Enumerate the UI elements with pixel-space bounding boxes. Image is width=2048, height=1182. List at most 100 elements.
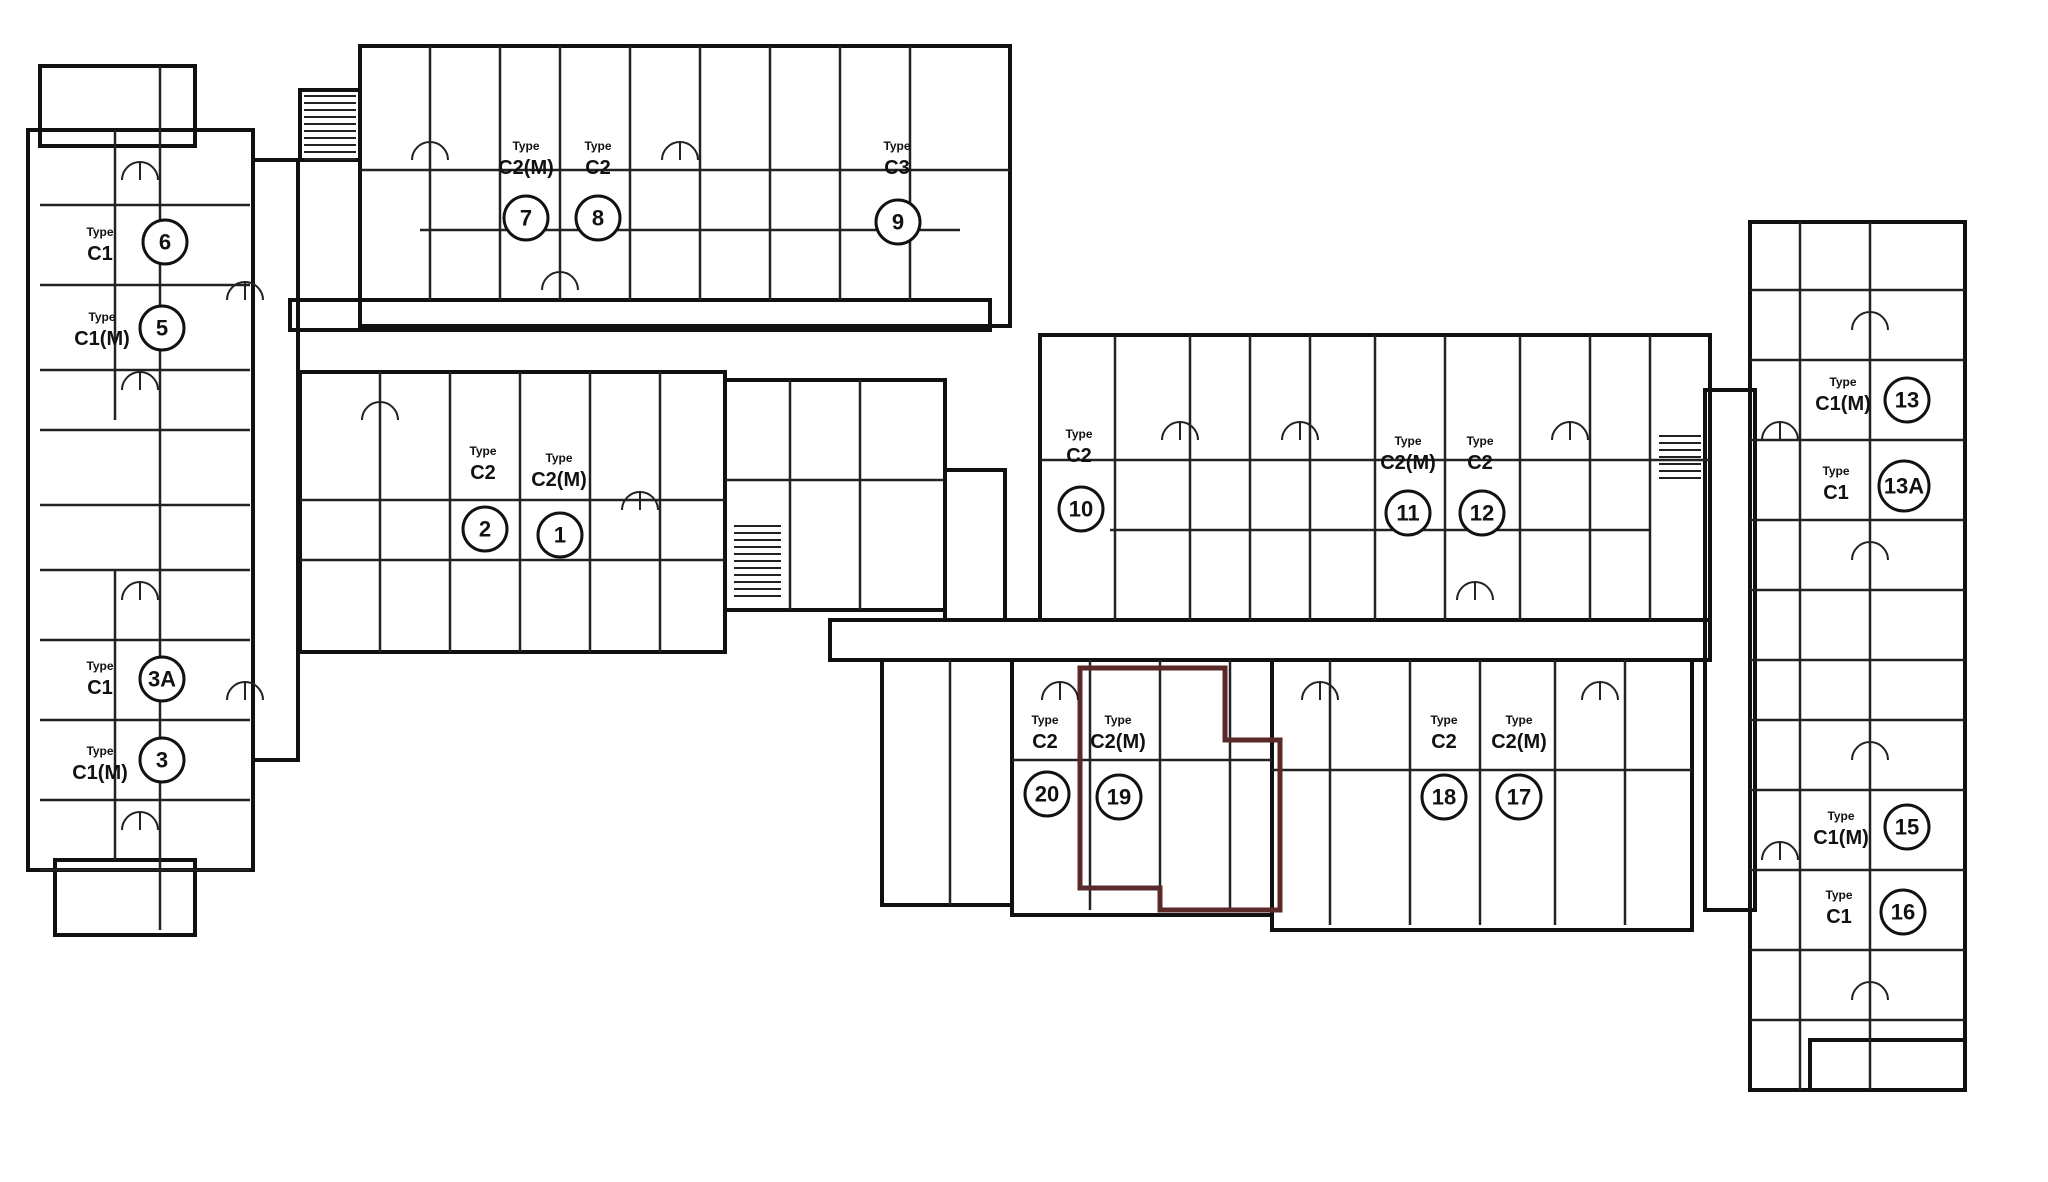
- unit-type-code: C2: [1431, 731, 1457, 753]
- unit-type-label: Type: [1505, 713, 1532, 727]
- door-swing: [121, 810, 159, 831]
- unit-type-code: C2: [1467, 452, 1493, 474]
- door-swing: [1851, 980, 1889, 1001]
- walls: [26, 44, 1967, 1092]
- unit-type-label: Type: [86, 744, 113, 758]
- unit-number: 16: [1891, 900, 1915, 925]
- unit-type-label: Type: [469, 444, 496, 458]
- door-swing: [121, 580, 159, 601]
- door-swing: [226, 680, 264, 701]
- unit-type-label: Type: [1466, 434, 1493, 448]
- unit-type-code: C1: [1823, 482, 1849, 504]
- unit-type-label: Type: [86, 659, 113, 673]
- unit-type-label: Type: [584, 139, 611, 153]
- wall-block: [1808, 1038, 1967, 1092]
- unit-number-circle: [1458, 489, 1506, 537]
- door-swing: [1761, 420, 1799, 441]
- unit-type-code: C2(M): [531, 469, 587, 491]
- unit-number-circle: [1420, 773, 1468, 821]
- unit-number-circle: [1879, 888, 1927, 936]
- door-swing: [361, 400, 399, 421]
- door-swing: [1851, 740, 1889, 761]
- wall-block: [53, 858, 197, 937]
- unit-number-circle: [574, 194, 622, 242]
- unit-number: 7: [520, 206, 532, 231]
- wall-block: [828, 618, 1712, 662]
- unit-number: 10: [1069, 497, 1093, 522]
- unit-number-circle: [141, 218, 189, 266]
- door-swing: [1581, 680, 1619, 701]
- door-swing: [1456, 580, 1494, 601]
- unit-type-code: C2: [1032, 731, 1058, 753]
- unit-type-label: Type: [1825, 888, 1852, 902]
- unit-type-code: C2(M): [1090, 731, 1146, 753]
- door-swings: [121, 140, 1889, 1001]
- door-swing: [411, 140, 449, 161]
- unit-number-circle: [138, 736, 186, 784]
- unit-type-code: C2: [470, 462, 496, 484]
- unit-number-circle: [138, 304, 186, 352]
- wall-block: [880, 658, 1014, 907]
- door-swing: [121, 160, 159, 181]
- door-swing: [1281, 420, 1319, 441]
- wall-block: [1703, 388, 1757, 912]
- wall-block: [1748, 220, 1967, 1092]
- unit-type-code: C1(M): [1815, 393, 1871, 415]
- unit-type-label: Type: [1829, 375, 1856, 389]
- wall-block: [288, 298, 992, 332]
- unit-type-code: C1: [87, 677, 113, 699]
- unit-type-code: C1: [1826, 906, 1852, 928]
- door-swing: [1301, 680, 1339, 701]
- unit-type-code: C2: [1066, 445, 1092, 467]
- unit-type-code: C3: [884, 157, 910, 179]
- unit-number: 5: [156, 316, 168, 341]
- unit-type-code: C1: [87, 243, 113, 265]
- unit-number: 19: [1107, 785, 1131, 810]
- unit-number: 2: [479, 517, 491, 542]
- unit-type-label: Type: [545, 451, 572, 465]
- unit-number-circle: [502, 194, 550, 242]
- unit-number-circle: [1023, 770, 1071, 818]
- unit-number: 9: [892, 210, 904, 235]
- unit-type-label: Type: [1065, 427, 1092, 441]
- unit-type-code: C2(M): [1380, 452, 1436, 474]
- wall-block: [38, 64, 197, 148]
- unit-number-circle: [1495, 773, 1543, 821]
- door-swing: [1041, 680, 1079, 701]
- unit-number-circle: [1057, 485, 1105, 533]
- door-swing: [226, 280, 264, 301]
- unit-number: 3: [156, 748, 168, 773]
- highlighted-unit-outline: [1077, 665, 1283, 913]
- unit-number-circle: [536, 511, 584, 559]
- unit-number: 17: [1507, 785, 1531, 810]
- unit-type-label: Type: [883, 139, 910, 153]
- unit-number-circle: [1883, 803, 1931, 851]
- door-swing: [621, 490, 659, 511]
- unit-type-label: Type: [86, 225, 113, 239]
- unit-type-label: Type: [1822, 464, 1849, 478]
- unit-type-label: Type: [512, 139, 539, 153]
- unit-type-label: Type: [1031, 713, 1058, 727]
- unit-type-code: C2(M): [1491, 731, 1547, 753]
